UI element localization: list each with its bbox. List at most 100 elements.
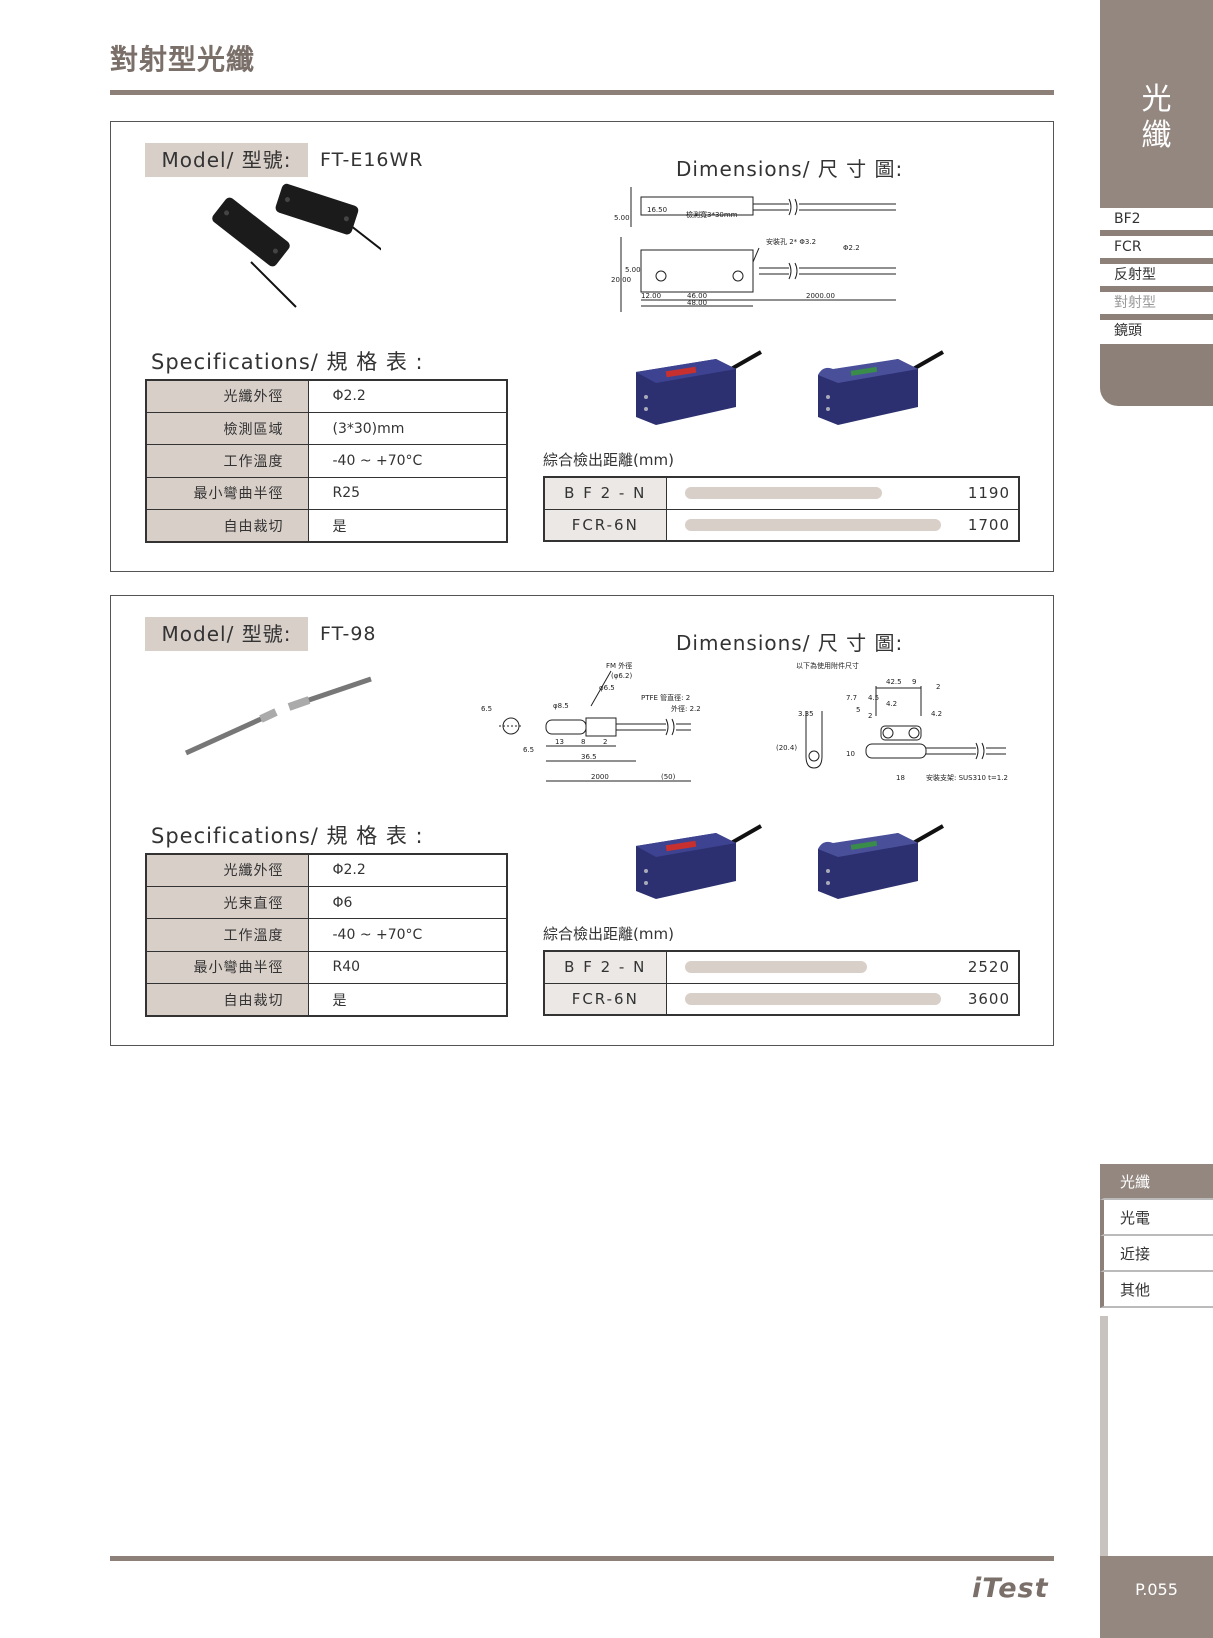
dim-text: 7.7: [846, 694, 857, 702]
dim-text: 48.00: [687, 299, 707, 307]
dim-text: 外徑: 2.2: [671, 704, 701, 713]
dim-text: 5: [856, 706, 860, 714]
spec-value: (3*30)mm: [308, 412, 507, 446]
spec-key: 自由裁切: [146, 983, 309, 1017]
amplifier-name: FCR-6N: [544, 983, 667, 1016]
specifications-label: Specifications/ 規 格 表 :: [151, 350, 424, 374]
dim-text: 安裝孔 2* Φ3.2: [766, 237, 816, 246]
detection-range-table: B F 2 - N 1190 FCR-6N 1700: [543, 476, 1020, 542]
header-divider: [110, 90, 1054, 95]
dim-text: 2: [868, 712, 872, 720]
table-row: 自由裁切是: [146, 509, 507, 543]
dim-text: 2000.00: [806, 292, 835, 300]
dim-text: 9: [912, 678, 916, 686]
dim-text: (φ6.2): [611, 672, 632, 680]
table-row: FCR-6N 1700: [544, 509, 1019, 542]
range-bar-cell: [666, 951, 959, 984]
range-bar-cell: [666, 477, 959, 510]
dim-text: 10: [846, 750, 855, 758]
dim-text: 4.2: [886, 700, 897, 708]
range-value: 2520: [959, 951, 1019, 984]
sidebar-strip: [1100, 1316, 1108, 1556]
specifications-label: Specifications/ 規 格 表 :: [151, 824, 424, 848]
section-tab-photoelectric[interactable]: 光電: [1100, 1200, 1213, 1236]
range-bar: [684, 961, 867, 974]
product-photo-ft-98: [184, 676, 372, 756]
dim-text: 2: [936, 683, 940, 691]
model-label: Model/ 型號:: [145, 143, 308, 177]
sidebar-item-thru-beam[interactable]: 對射型: [1100, 292, 1213, 320]
sidebar-item-lens[interactable]: 鏡頭: [1100, 320, 1213, 348]
spec-key: 光束直徑: [146, 886, 309, 920]
amplifier-photo-fcr: [818, 824, 944, 899]
section-tab-other[interactable]: 其他: [1100, 1272, 1213, 1308]
sidebar-item-fcr[interactable]: FCR: [1100, 236, 1213, 264]
dim-text: φ6.5: [599, 684, 615, 692]
dim-text: Φ2.2: [843, 244, 860, 252]
detection-range-label: 綜合檢出距離(mm): [543, 925, 674, 943]
table-row: 工作溫度-40 ~ +70°C: [146, 918, 507, 952]
table-row: B F 2 - N 2520: [544, 951, 1019, 984]
table-row: 自由裁切是: [146, 983, 507, 1017]
section-tab-proximity[interactable]: 近接: [1100, 1236, 1213, 1272]
dim-text: 以下為使用附件尺寸: [796, 661, 859, 670]
page-title: 對射型光纖: [110, 43, 256, 76]
dim-text: 4.5: [868, 694, 879, 702]
range-bar: [684, 518, 941, 531]
page-number: P.055: [1135, 1580, 1178, 1599]
dim-text: 13: [555, 738, 564, 746]
dim-text: 2000: [591, 773, 609, 781]
product-photo-ft-e16wr: [212, 183, 381, 308]
spec-value: -40 ~ +70°C: [308, 444, 507, 478]
sidebar-nav: BF2 FCR 反射型 對射型 鏡頭: [1100, 208, 1213, 348]
amplifier-photo-bf2: [636, 350, 762, 425]
model-label: Model/ 型號:: [145, 617, 308, 651]
dim-text: 安裝支架: SUS310 t=1.2: [926, 773, 1008, 782]
section-tab-fiber[interactable]: 光纖: [1100, 1164, 1213, 1200]
dimension-drawing-ft-e16wr: 5.00 16.50 檢測寬3*30mm 20.00 5.00 安裝孔 2* Φ…: [611, 187, 896, 312]
amplifier-photo-bf2: [636, 824, 762, 899]
dim-text: 6.5: [523, 746, 534, 754]
amplifier-name: B F 2 - N: [544, 477, 667, 510]
dim-text: 2: [603, 738, 607, 746]
range-value: 1700: [959, 509, 1019, 542]
detection-range-table: B F 2 - N 2520 FCR-6N 3600: [543, 950, 1020, 1016]
spec-key: 自由裁切: [146, 509, 309, 543]
spec-value: 是: [308, 983, 507, 1017]
dim-text: 12.00: [641, 292, 661, 300]
table-row: FCR-6N 3600: [544, 983, 1019, 1016]
dim-text: 3.35: [798, 710, 814, 718]
dim-text: FM 外徑: [606, 661, 632, 670]
spec-key: 最小彎曲半徑: [146, 951, 309, 985]
dim-text: 20.00: [611, 276, 631, 284]
page-number-box: [1100, 1556, 1213, 1638]
brand-logo: iTest: [972, 1573, 1049, 1604]
spec-key: 光纖外徑: [146, 854, 309, 887]
range-bar: [684, 992, 941, 1005]
dim-text: 5.00: [614, 214, 630, 222]
dimensions-label: Dimensions/ 尺 寸 圖:: [676, 631, 904, 655]
sidebar-item-bf2[interactable]: BF2: [1100, 208, 1213, 236]
dim-text: 4.2: [931, 710, 942, 718]
range-bar-cell: [666, 509, 959, 542]
dim-text: φ8.5: [553, 702, 569, 710]
spec-value: R25: [308, 477, 507, 511]
amplifier-name: B F 2 - N: [544, 951, 667, 984]
product-panel-ft-e16wr: Model/ 型號: FT-E16WR Dimensions/ 尺 寸 圖:: [110, 121, 1054, 572]
dim-text: PTFE 管直徑: 2: [641, 693, 690, 702]
dim-text: 16.50: [647, 206, 667, 214]
model-number: FT-98: [320, 623, 377, 645]
range-value: 1190: [959, 477, 1019, 510]
dim-text: 18: [896, 774, 905, 782]
spec-key: 檢測區域: [146, 412, 309, 446]
sidebar-nav-end: [1100, 344, 1213, 406]
spec-value: -40 ~ +70°C: [308, 918, 507, 952]
spec-value: 是: [308, 509, 507, 543]
dimension-drawing-ft-98: FM 外徑 (φ6.2) φ8.5 φ6.5 PTFE 管直徑: 2 外徑: 2…: [481, 661, 701, 782]
spec-key: 最小彎曲半徑: [146, 477, 309, 511]
dim-text: 8: [581, 738, 585, 746]
sidebar-item-reflective[interactable]: 反射型: [1100, 264, 1213, 292]
